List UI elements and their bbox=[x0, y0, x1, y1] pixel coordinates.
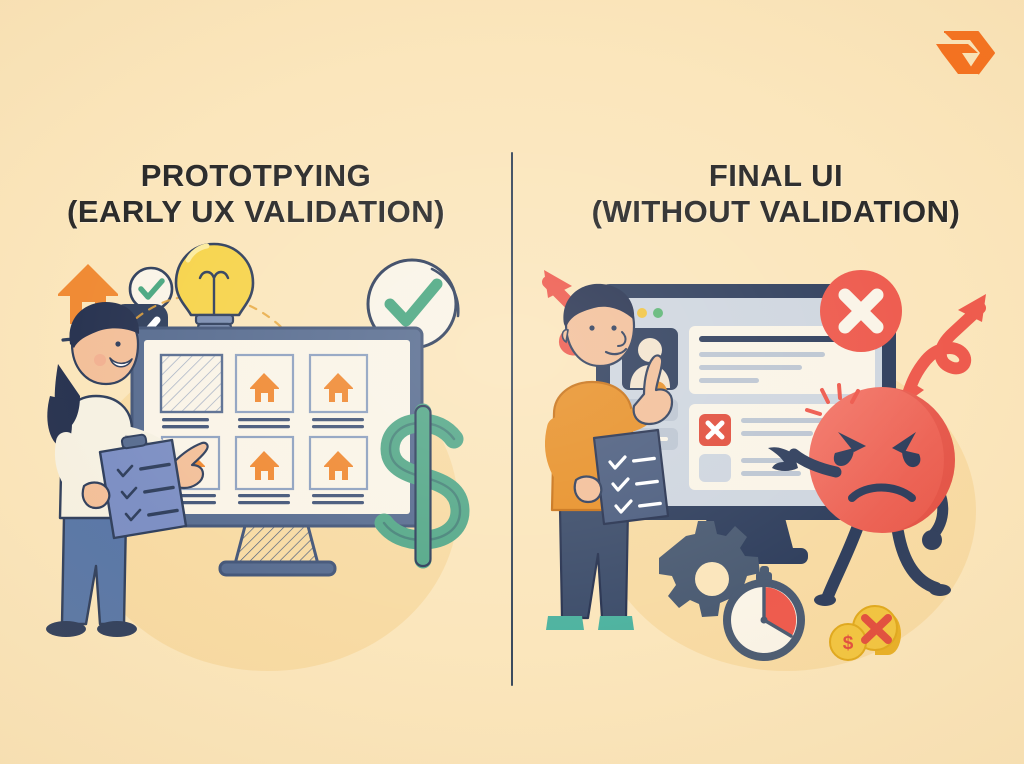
lightbulb-icon bbox=[174, 242, 255, 343]
error-circle-icon bbox=[820, 270, 902, 352]
impact-spark-icon bbox=[805, 383, 860, 416]
clipboard-icon bbox=[98, 433, 188, 540]
final-ui-scene: $ bbox=[536, 236, 996, 686]
r-hexagon-logo bbox=[932, 22, 1002, 84]
panel-title-left-line1: PROTOTPYING bbox=[140, 158, 372, 193]
panel-title-right-line1: FINAL UI bbox=[708, 158, 844, 193]
listing-card bbox=[308, 353, 369, 429]
listing-card bbox=[308, 435, 369, 505]
clipboard-icon bbox=[592, 428, 670, 526]
panel-title-right-line2: (WITHOUT VALIDATION) bbox=[591, 193, 961, 229]
listing-card bbox=[234, 353, 295, 429]
content-card-top bbox=[689, 326, 875, 394]
wireframe-placeholder-card bbox=[159, 353, 224, 429]
pointing-hand-icon bbox=[168, 441, 209, 490]
panel-title-left-line2: (EARLY UX VALIDATION) bbox=[67, 193, 445, 229]
panel-title-left: PROTOTPYING (EARLY UX VALIDATION) bbox=[40, 158, 472, 230]
check-badge-small-icon bbox=[128, 266, 174, 312]
dollar-sign-icon bbox=[374, 403, 470, 569]
woman-with-clipboard bbox=[46, 302, 209, 637]
man-with-clipboard bbox=[545, 283, 674, 630]
listing-card bbox=[234, 435, 295, 505]
svg-text:$: $ bbox=[843, 633, 854, 654]
desktop-monitor-wireframe bbox=[130, 326, 424, 577]
red-loop-arrow-right-icon bbox=[902, 294, 986, 406]
error-checkbox-icon bbox=[699, 414, 731, 446]
stopwatch-icon bbox=[723, 566, 805, 661]
panel-divider bbox=[511, 152, 513, 686]
pointing-up-hand-icon bbox=[632, 354, 674, 426]
prototyping-scene bbox=[40, 236, 490, 686]
angry-face-character bbox=[768, 383, 955, 606]
panel-title-right: FINAL UI (WITHOUT VALIDATION) bbox=[560, 158, 992, 230]
big-check-circle-icon bbox=[366, 258, 460, 350]
coins-with-x-icon: $ bbox=[829, 605, 901, 661]
